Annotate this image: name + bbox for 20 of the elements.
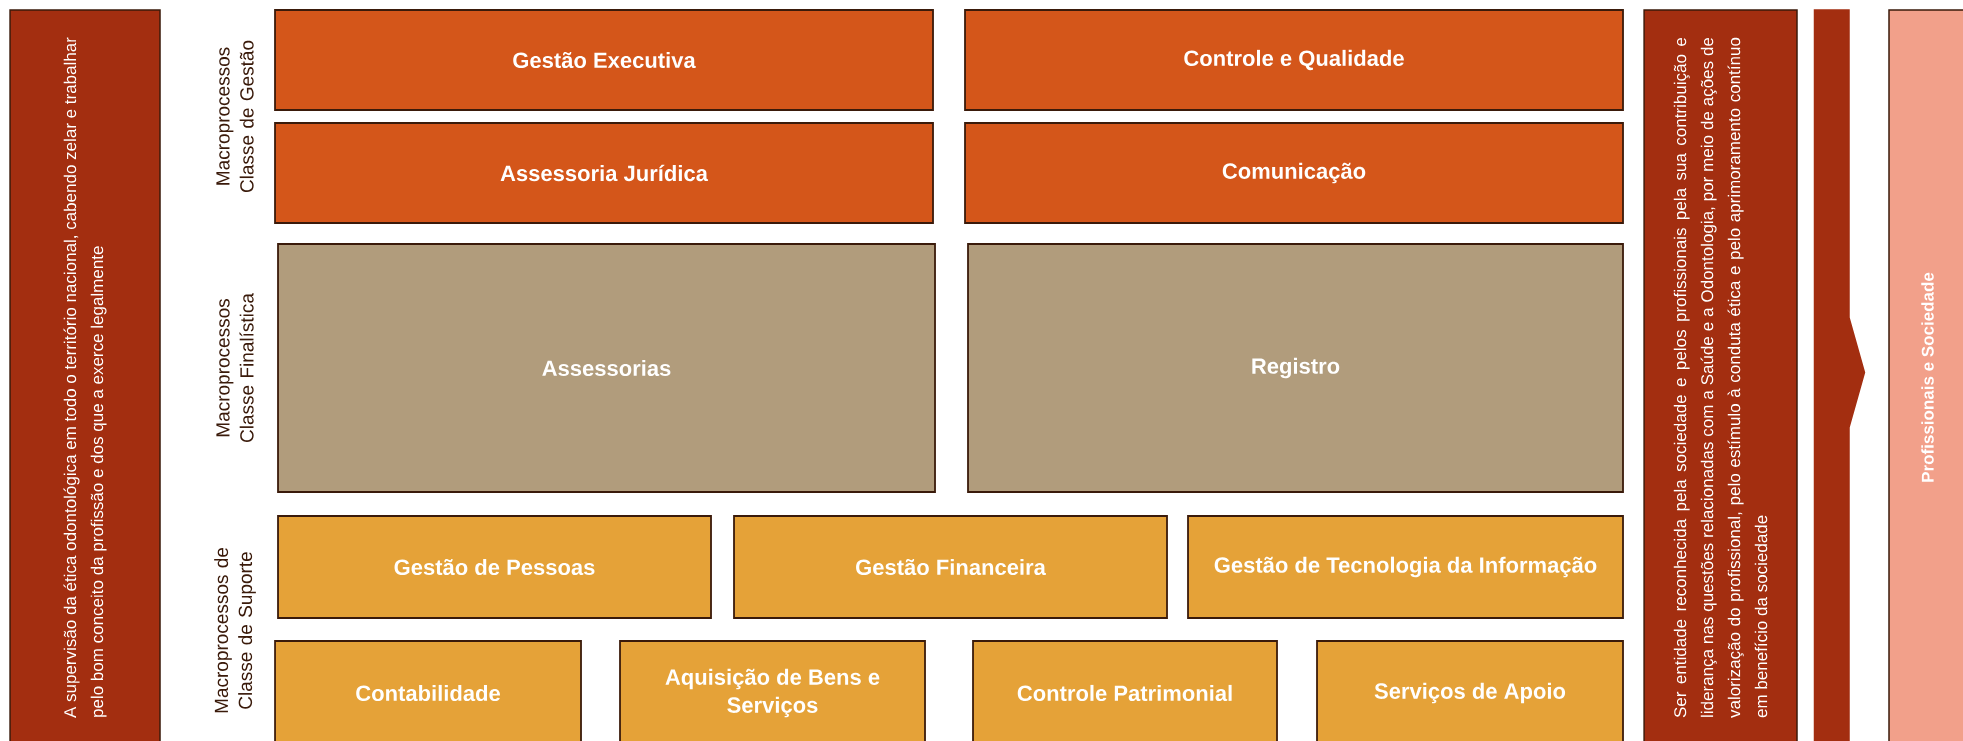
row-label: Macroprocessos Classe de Gestão	[216, 40, 254, 193]
text-panel: Ser entidade reconhecida pela sociedade e pelos profissionais pela sua contribuição e liderança nas questões relacionadas com a Saúde e a Odontologia, por meio de ações de valorização do profissional, pelo estímulo à conduta ética e pelo aprimoramento contínuo em benefício da sociedade	[1643, 9, 1798, 741]
process-box: Aquisição de Bens e Serviços	[619, 640, 926, 741]
process-box: Gestão Financeira	[733, 515, 1168, 619]
process-box: Registro	[967, 243, 1624, 493]
row-label: Macroprocessos Classe Finalística	[216, 293, 254, 442]
process-box: Gestão Executiva	[274, 9, 934, 111]
process-box: Assessoria Jurídica	[274, 122, 934, 224]
process-box: Assessorias	[277, 243, 936, 493]
process-box: Controle Patrimonial	[972, 640, 1278, 741]
target-box: Profissionais e Sociedade	[1888, 9, 1963, 741]
process-box: Serviços de Apoio	[1316, 640, 1624, 741]
process-box: Comunicação	[964, 122, 1624, 224]
process-box: Gestão de Tecnologia da Informação	[1187, 515, 1624, 619]
text-panel: A supervisão da ética odontológica em todo o território nacional, cabendo zelar e trabalhar pelo bom conceito da profissão e dos que a exerce legalmente	[9, 9, 161, 741]
chevron-arrow	[1813, 9, 1866, 741]
process-box: Contabilidade	[274, 640, 582, 741]
process-box: Gestão de Pessoas	[277, 515, 712, 619]
row-label: Macroprocessos de Classe de Suporte	[214, 547, 256, 713]
process-box: Controle e Qualidade	[964, 9, 1624, 111]
